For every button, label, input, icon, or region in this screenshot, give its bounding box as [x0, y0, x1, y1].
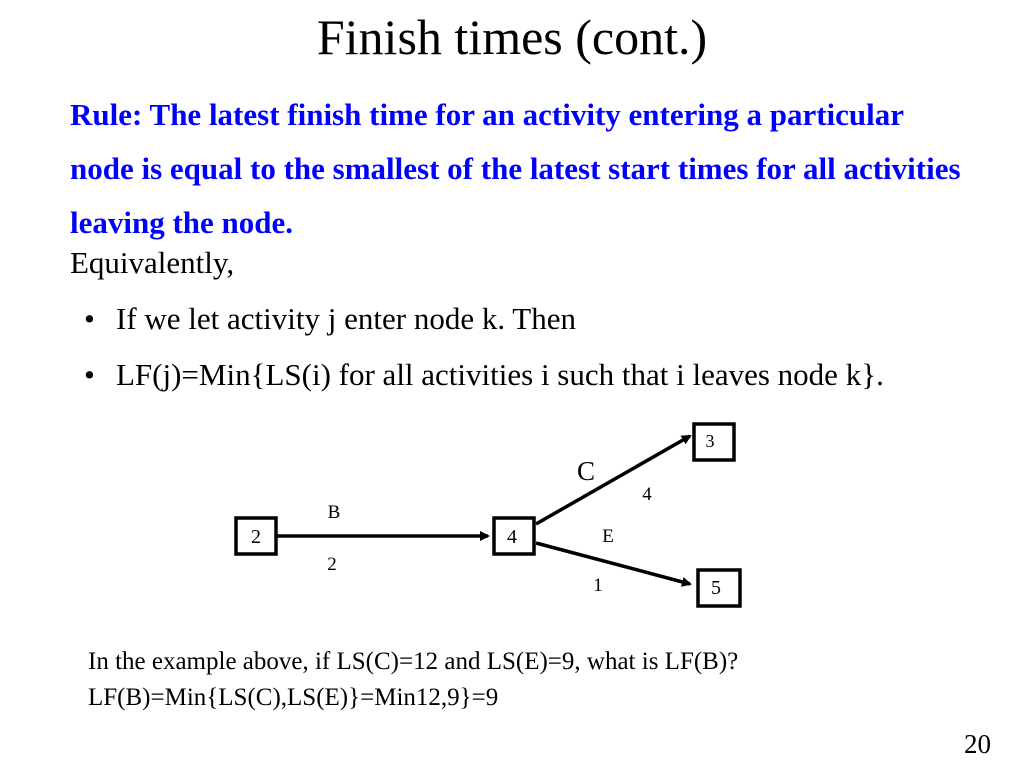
node-3-label: 3 [706, 431, 715, 451]
activity-c-name: C [577, 456, 595, 486]
bullet-text: LF(j)=Min{LS(i) for all activities i suc… [116, 357, 884, 392]
bullet-icon: • [84, 357, 95, 392]
bullet-list: • If we let activity j enter node k. The… [84, 296, 964, 408]
activity-e-arrow [535, 541, 692, 587]
activity-c-arrow [535, 434, 692, 526]
example-question: In the example above, if LS(C)=12 and LS… [88, 648, 739, 675]
node-4: 4 [492, 516, 536, 556]
node-4-label: 4 [507, 526, 517, 548]
activity-b-name: B [328, 502, 341, 523]
bullet-item: • LF(j)=Min{LS(i) for all activities i s… [84, 352, 964, 398]
activity-c-duration: 4 [642, 484, 652, 505]
bullet-text: If we let activity j enter node k. Then [116, 301, 576, 336]
slide-number: 20 [964, 729, 991, 759]
node-5: 5 [696, 568, 742, 608]
activity-e-name: E [602, 526, 614, 547]
example-answer: LF(B)=Min{LS(C),LS(E)}=Min12,9}=9 [88, 684, 499, 711]
node-3: 3 [692, 422, 736, 462]
bullet-item: • If we let activity j enter node k. The… [84, 296, 964, 342]
rule-statement: Rule: The latest finish time for an acti… [70, 97, 961, 240]
node-5-label: 5 [711, 577, 721, 599]
bullet-icon: • [84, 301, 95, 336]
node-2-label: 2 [251, 526, 261, 548]
activity-b-duration: 2 [327, 554, 337, 575]
node-2: 2 [234, 516, 278, 556]
equivalently-text: Equivalently, [70, 245, 235, 280]
slide-title: Finish times (cont.) [316, 9, 708, 65]
activity-e-duration: 1 [593, 575, 603, 596]
